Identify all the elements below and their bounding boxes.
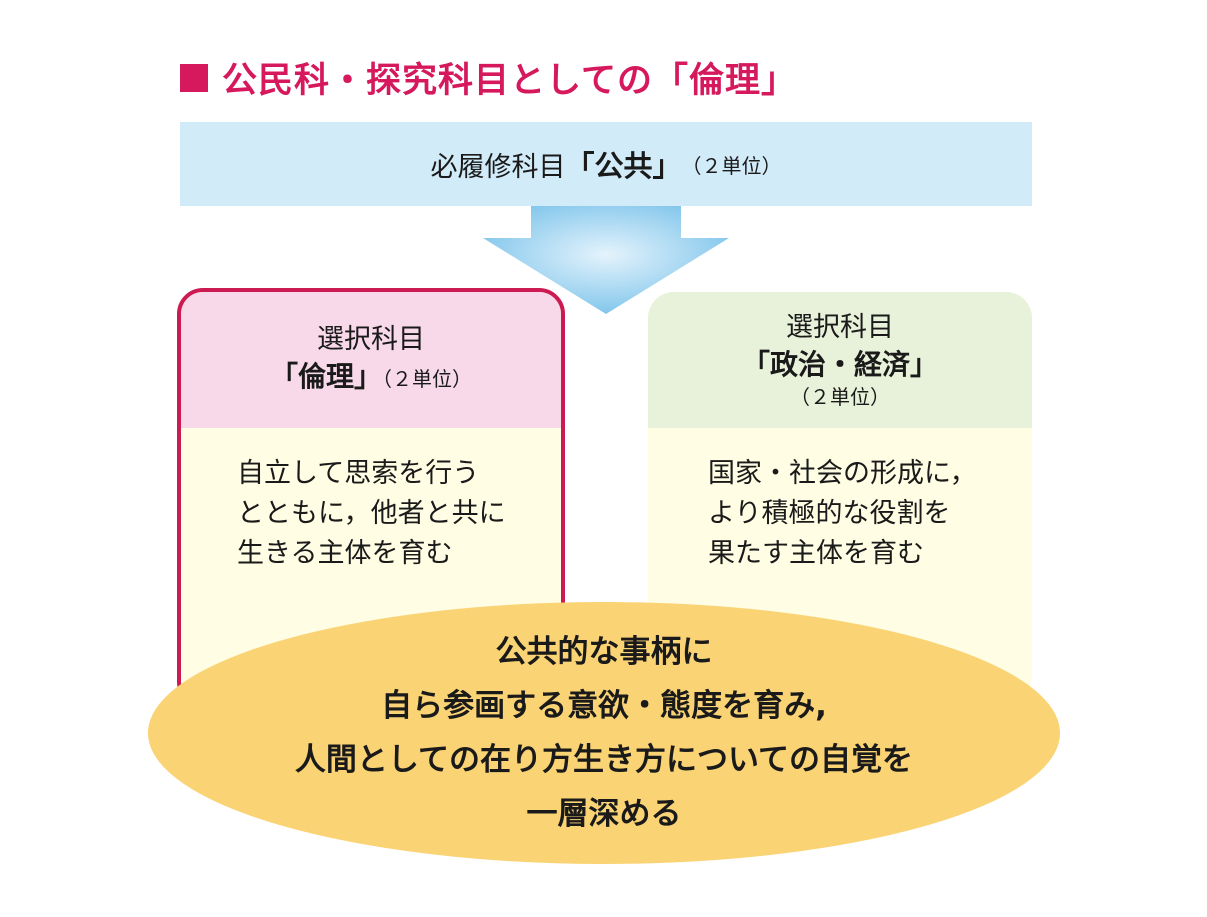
ethics-line: 自立して思索を行う	[237, 458, 480, 489]
ethics-subject-box: 選択科目 「倫理」（２単位） 自立して思索を行う とともに，他者と共に 生きる主…	[177, 288, 565, 708]
goal-line: 人間としての在り方生き方についての自覚を	[294, 742, 914, 778]
required-name: 「公共」	[565, 149, 682, 183]
page-title: 公民科・探究科目としての「倫理」	[180, 52, 797, 103]
down-arrow-icon	[483, 206, 729, 314]
ethics-name: 「倫理」	[269, 360, 382, 393]
title-text: 公民科・探究科目としての「倫理」	[222, 61, 797, 101]
ethics-units: （２単位）	[382, 367, 472, 391]
politics-line: 果たす主体を育む	[708, 538, 924, 569]
politics-units: （２単位）	[790, 385, 890, 409]
politics-description: 国家・社会の形成に， より積極的な役割を 果たす主体を育む	[648, 428, 1032, 574]
ethics-label: 選択科目	[317, 324, 425, 355]
square-marker-icon	[180, 63, 208, 92]
goal-line: 公共的な事柄に	[495, 634, 713, 670]
ethics-description: 自立して思索を行う とともに，他者と共に 生きる主体を育む	[181, 428, 561, 574]
required-subject-box: 必履修科目「公共」（２単位）	[180, 122, 1032, 206]
goal-oval: 公共的な事柄に 自ら参画する意欲・態度を育み, 人間としての在り方生き方について…	[148, 602, 1060, 864]
politics-header: 選択科目 「政治・経済」 （２単位）	[648, 292, 1032, 428]
politics-line: 国家・社会の形成に，	[708, 458, 977, 489]
required-prefix: 必履修科目	[430, 151, 566, 183]
ethics-header: 選択科目 「倫理」（２単位）	[181, 292, 561, 428]
goal-line: 自ら参画する意欲・態度を育み,	[381, 688, 827, 724]
required-units: （２単位）	[681, 153, 782, 178]
ethics-line: とともに，他者と共に	[237, 498, 506, 529]
politics-line: より積極的な役割を	[708, 498, 951, 529]
ethics-line: 生きる主体を育む	[237, 538, 453, 569]
politics-name: 「政治・経済」	[741, 348, 938, 381]
politics-label: 選択科目	[786, 312, 894, 343]
goal-line: 一層深める	[526, 796, 682, 832]
